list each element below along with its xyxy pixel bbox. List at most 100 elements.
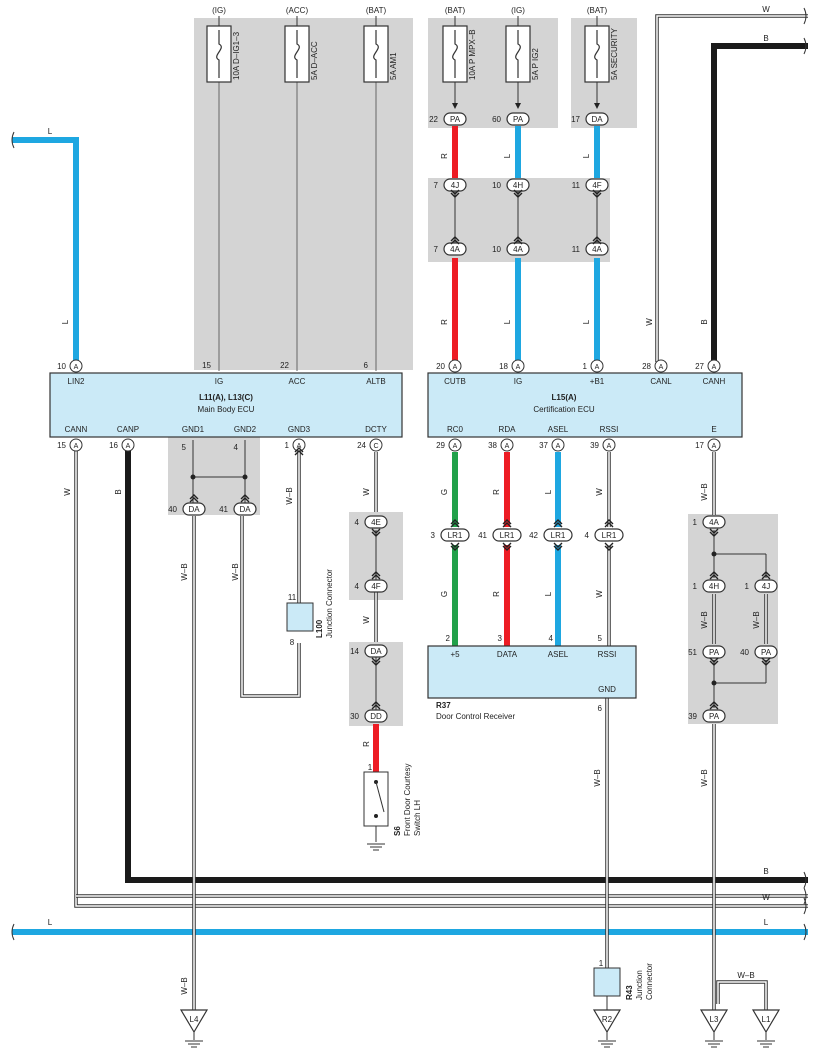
- pin-connector: A: [448, 359, 462, 373]
- connector-code: DA: [370, 647, 382, 656]
- fuse-source: (BAT): [445, 6, 466, 15]
- main-body-ecu-subtitle: Main Body ECU: [198, 405, 255, 414]
- connector-code: A: [659, 364, 664, 371]
- wires: [12, 14, 808, 1010]
- pin-number: 29: [436, 441, 445, 450]
- pin-connector: A: [602, 438, 616, 452]
- connector-pin-number: 40: [740, 648, 749, 657]
- main-ecu-top-pin-name: ACC: [289, 377, 306, 386]
- connector-pin-number: 51: [688, 648, 697, 657]
- connector-chevron-icon: [592, 236, 602, 245]
- r37-pin-number: 4: [549, 634, 554, 643]
- connector-pin-number: 7: [434, 181, 439, 190]
- fuse-label: 5A AM1: [389, 52, 398, 80]
- wire-color-label: W–B: [752, 611, 761, 628]
- connector-code: A: [516, 364, 521, 371]
- wire-color-label: W–B: [180, 563, 189, 580]
- connector-pin-number: 11: [572, 181, 581, 190]
- pin-connector: A: [500, 438, 514, 452]
- wire-breaks: [11, 7, 807, 941]
- connector-chevron-icon: [502, 542, 512, 551]
- pin-number: 18: [499, 362, 508, 371]
- pin-connector: A: [707, 438, 721, 452]
- pin-number: 22: [280, 361, 289, 370]
- ground-symbol-l1: L1: [751, 1009, 781, 1048]
- connector-code: A: [74, 364, 79, 371]
- connector-code: 4H: [513, 181, 523, 190]
- connector-pin-number: 60: [492, 115, 501, 124]
- connector-code: A: [556, 443, 561, 450]
- connector-code: LR1: [448, 531, 463, 540]
- connector-code: 4A: [513, 245, 523, 254]
- pin-number: 28: [642, 362, 651, 371]
- pin-connector: A: [707, 359, 721, 373]
- s6-pin: 1: [368, 763, 373, 772]
- pin-number: 15: [202, 361, 211, 370]
- s6-title: S6: [393, 826, 402, 836]
- connector-chevron-icon: [513, 189, 523, 198]
- connector-chevron-icon: [709, 701, 719, 710]
- pin-connector: A: [654, 359, 668, 373]
- r37-pin-number: 5: [598, 634, 603, 643]
- connector-j4j_7: 4J 7: [434, 178, 467, 192]
- cert-ecu-bottom-pin-name: RSSI: [600, 425, 619, 434]
- cert-ecu-top-pin-name: IG: [514, 377, 522, 386]
- connector-chevron-icon: [371, 528, 381, 537]
- connector-chevron-icon: [189, 494, 199, 503]
- wire-color-label: W: [362, 488, 371, 496]
- s6-subtitle-2: Switch LH: [413, 800, 422, 836]
- r37-pin-name: ASEL: [548, 650, 569, 659]
- connector-pin-number: 10: [492, 181, 501, 190]
- connector-pin-number: 42: [529, 531, 538, 540]
- wire-color-label: L: [582, 319, 591, 324]
- fuse-source: (ACC): [286, 6, 309, 15]
- main-ecu-top-pin-name: ALTB: [366, 377, 385, 386]
- wire-color-label: W: [595, 488, 604, 496]
- connector-j4h_10: 4H 10: [492, 178, 530, 192]
- r37-pin-number: 6: [598, 704, 603, 713]
- main-ecu-top-pin-name: IG: [215, 377, 223, 386]
- r37-pin-name: DATA: [497, 650, 518, 659]
- wire-color-label: L: [582, 153, 591, 158]
- wire-color-label: L: [544, 591, 553, 596]
- pin-number: 17: [695, 441, 704, 450]
- main-body-ecu: L11(A), L13(C) Main Body ECU: [49, 372, 403, 438]
- connector-chevron-icon: [553, 519, 563, 528]
- connector-code: 4H: [709, 582, 719, 591]
- fuse-5: (BAT)5A SECURITY: [584, 6, 619, 109]
- connector-chevron-icon: [371, 571, 381, 580]
- connector-code: 4J: [451, 181, 459, 190]
- main-ecu-bottom-pin-name: DCTY: [365, 425, 387, 434]
- main-ecu-bottom-pin-name: GND2: [234, 425, 257, 434]
- cert-ecu-bottom-pin-name: RDA: [499, 425, 517, 434]
- connector-code: LR1: [551, 531, 566, 540]
- pin-connector: A: [590, 359, 604, 373]
- pin-number: 38: [488, 441, 497, 450]
- fuse-2: (BAT)5A AM1: [363, 6, 398, 83]
- pin-number: 15: [57, 441, 66, 450]
- fuse-1: (ACC)5A D–ACC: [284, 6, 319, 83]
- ground-label: R2: [602, 1015, 613, 1024]
- wire-color-label: G: [440, 591, 449, 597]
- connector-pin-number: 4: [355, 518, 360, 527]
- connector-pin-number: 1: [693, 518, 698, 527]
- r37-subtitle: Door Control Receiver: [436, 712, 515, 721]
- pin-number: 37: [539, 441, 548, 450]
- wire-color-label: L: [503, 319, 512, 324]
- connector-chevron-icon: [513, 236, 523, 245]
- connector-chevron-icon: [371, 701, 381, 710]
- connector-lr1_42: LR1 42: [529, 528, 573, 542]
- connector-r4h_1: 4H1: [693, 579, 726, 593]
- fuse-source: (IG): [511, 6, 525, 15]
- cert-ecu-bottom-pin-name: E: [711, 425, 716, 434]
